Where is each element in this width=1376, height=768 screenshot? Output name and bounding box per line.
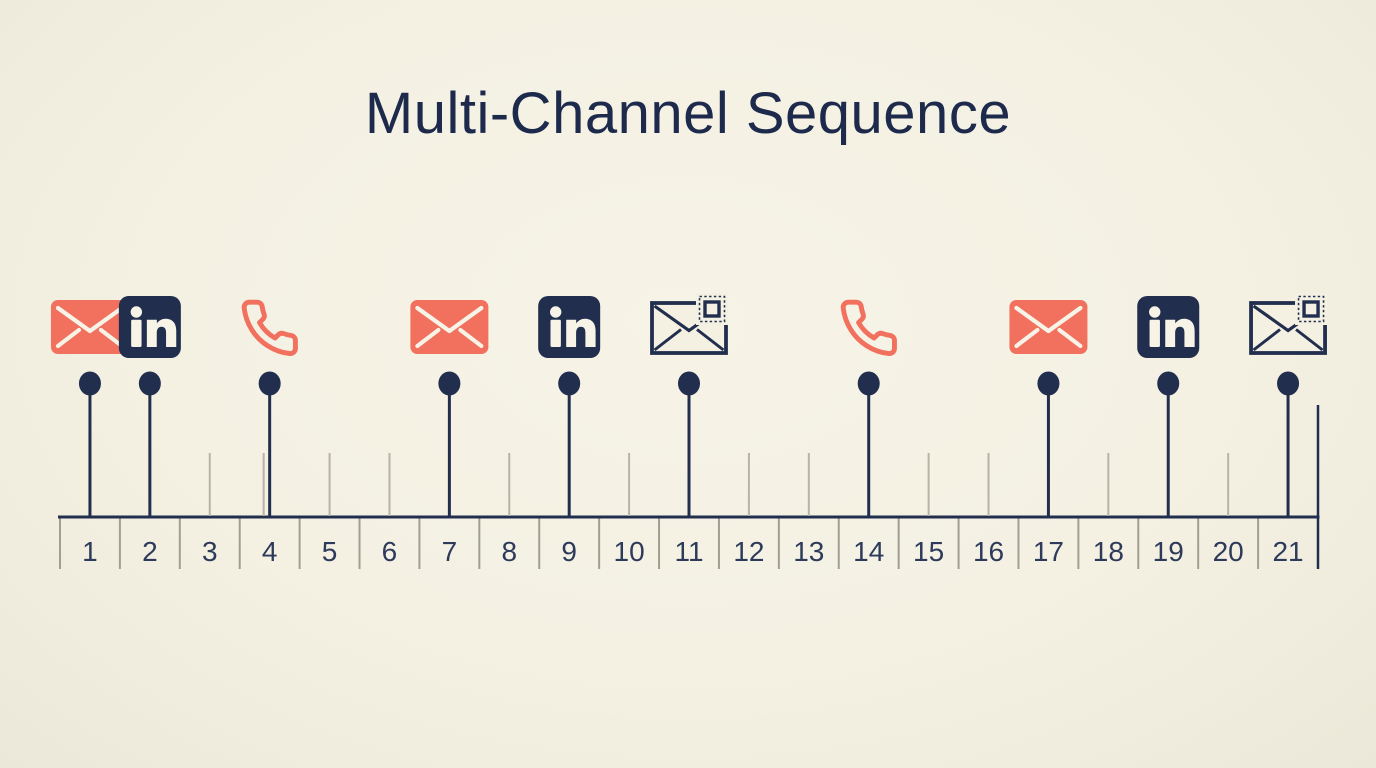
day-label: 8 <box>501 536 517 567</box>
event-dot <box>1277 371 1300 396</box>
day-label: 11 <box>674 536 703 567</box>
event-marker <box>50 300 129 517</box>
day-label: 19 <box>1153 536 1184 567</box>
event-marker <box>1009 300 1088 517</box>
phone-icon <box>241 299 298 357</box>
day-label: 14 <box>853 536 884 567</box>
day-label: 9 <box>561 536 577 567</box>
linkedin-icon <box>118 296 181 358</box>
linkedin-icon <box>1137 296 1200 358</box>
event-dot <box>258 371 281 396</box>
email-icon <box>410 300 489 354</box>
day-label: 7 <box>442 536 458 567</box>
day-label: 4 <box>262 536 278 567</box>
event-marker <box>118 296 181 517</box>
page-title: Multi-Channel Sequence <box>364 81 1012 146</box>
email-icon <box>1009 300 1088 354</box>
email-icon <box>50 300 129 354</box>
event-dot <box>1037 371 1060 396</box>
event-dot <box>1157 371 1180 396</box>
event-dot <box>78 371 101 396</box>
event-marker <box>410 300 489 517</box>
mail-stamp-icon <box>650 293 728 355</box>
event-dot <box>857 371 880 396</box>
mail-stamp-icon <box>1249 293 1328 355</box>
phone-icon <box>840 299 897 357</box>
day-label: 2 <box>142 536 158 567</box>
day-label: 20 <box>1213 536 1244 567</box>
day-label: 18 <box>1093 536 1124 567</box>
event-marker <box>840 299 897 517</box>
event-dot <box>438 371 461 396</box>
event-marker <box>1137 296 1200 517</box>
day-label: 3 <box>202 536 218 567</box>
event-marker <box>538 296 601 517</box>
event-dot <box>678 371 700 396</box>
stamp-icon <box>1295 293 1328 325</box>
day-label: 1 <box>82 536 98 567</box>
day-label: 15 <box>913 536 944 567</box>
day-label: 21 <box>1272 536 1303 567</box>
day-label: 6 <box>382 536 398 567</box>
event-marker <box>650 293 728 517</box>
stamp-icon <box>696 293 728 325</box>
event-marker <box>1249 293 1328 517</box>
day-label: 17 <box>1033 536 1064 567</box>
day-label: 10 <box>614 536 645 567</box>
day-label: 12 <box>733 536 764 567</box>
day-label: 16 <box>973 536 1004 567</box>
event-marker <box>241 299 298 517</box>
event-dot <box>558 371 581 396</box>
linkedin-icon <box>538 296 601 358</box>
day-label: 13 <box>793 536 824 567</box>
event-dot <box>138 371 161 396</box>
day-label: 5 <box>322 536 338 567</box>
